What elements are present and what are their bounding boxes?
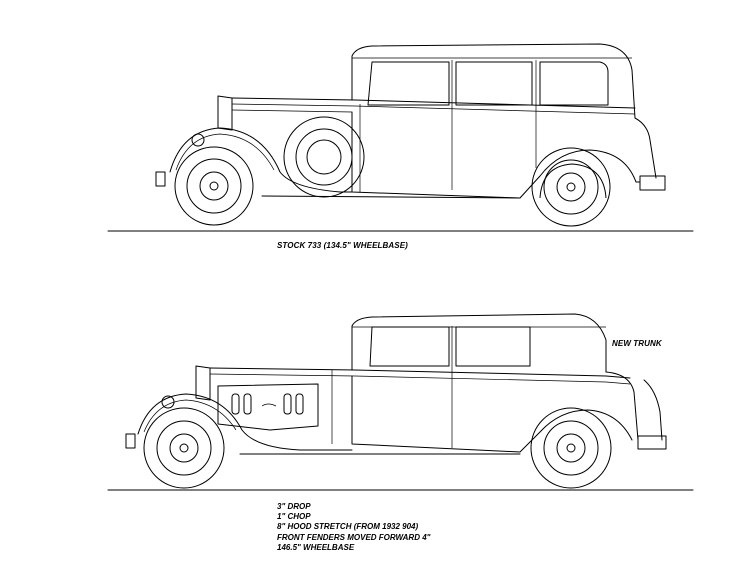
stock-window-front bbox=[367, 61, 450, 106]
new-trunk-label: NEW TRUNK bbox=[612, 339, 662, 348]
modified-front-bumper bbox=[125, 433, 136, 449]
hood-vents bbox=[231, 393, 304, 415]
stock-radiator bbox=[217, 95, 233, 131]
note-front-fenders: FRONT FENDERS MOVED FORWARD 4" bbox=[277, 532, 431, 542]
modified-radiator bbox=[195, 365, 211, 401]
note-drop: 3" DROP bbox=[277, 502, 311, 511]
modified-hood-panel bbox=[217, 383, 319, 431]
modified-car-drawing bbox=[107, 313, 694, 491]
stock-front-fender bbox=[169, 127, 353, 193]
modified-window-front bbox=[369, 326, 450, 367]
modified-roof bbox=[351, 313, 607, 373]
modified-front-wheel bbox=[143, 407, 225, 489]
note-wheelbase: 146.5" WHEELBASE bbox=[277, 542, 355, 552]
stock-rear-wheel bbox=[531, 147, 611, 227]
modified-window-rear bbox=[455, 326, 531, 367]
stock-front-wheel bbox=[174, 146, 254, 226]
modified-new-trunk bbox=[605, 371, 639, 441]
stock-car-drawing bbox=[107, 43, 694, 232]
stock-rear-bumper bbox=[639, 175, 666, 191]
stock-roof bbox=[351, 43, 636, 119]
note-chop: 1" CHOP bbox=[277, 512, 311, 522]
modified-rear-wheel bbox=[530, 407, 612, 489]
stock-window-rear bbox=[539, 61, 609, 106]
note-hood-stretch: 8" HOOD STRETCH (FROM 1932 904) bbox=[277, 522, 419, 532]
stock-front-bumper bbox=[155, 171, 166, 187]
modified-rear-bumper bbox=[637, 435, 667, 450]
modification-notes: 3" DROP 1" CHOP 8" HOOD STRETCH (FROM 19… bbox=[277, 502, 430, 553]
stock-window-middle bbox=[455, 61, 533, 106]
stock-caption: STOCK 733 (134.5" WHEELBASE) bbox=[277, 241, 408, 250]
stock-spare-wheel bbox=[283, 116, 365, 198]
modified-front-fender bbox=[137, 393, 353, 451]
